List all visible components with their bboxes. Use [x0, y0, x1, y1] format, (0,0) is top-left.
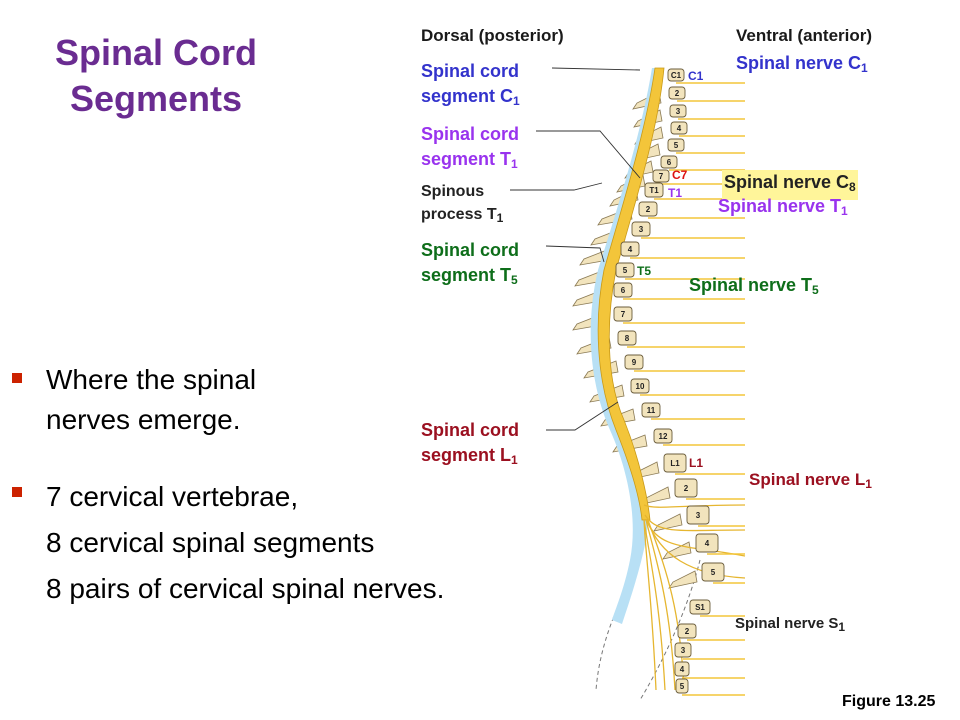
vertebra-number: 7	[621, 310, 626, 319]
vertebral-body	[667, 68, 685, 82]
bullet-square-icon	[12, 373, 22, 383]
vertebra-number: 12	[659, 432, 668, 441]
label-spinal-nerve-t5: Spinal nerve T5	[689, 275, 819, 297]
label-spinous-process-t1: Spinous process T1	[421, 183, 504, 225]
vertebral-body	[674, 642, 692, 658]
vertebra-number: C1	[671, 71, 682, 80]
vertebral-body	[667, 138, 685, 152]
vertebral-body	[686, 505, 710, 525]
vertebra-number: 6	[667, 158, 672, 167]
vertebral-body	[674, 478, 698, 498]
vertebra-number: 5	[674, 141, 679, 150]
tag-c7: C7	[672, 168, 688, 182]
label-cord-segment-t1: Spinal cord segment T1	[421, 124, 520, 171]
vertebral-body	[668, 86, 686, 100]
tag-l1: L1	[689, 456, 704, 470]
vertebra-number: 4	[705, 539, 710, 548]
vertebral-body	[663, 453, 687, 473]
vertebra-number: L1	[670, 459, 680, 468]
vertebra-number: 5	[680, 682, 685, 691]
vertebral-body	[653, 428, 673, 444]
vertebral-body	[677, 623, 697, 639]
vertebra-number: 3	[681, 646, 686, 655]
vertebra-number: 2	[646, 205, 651, 214]
vertebral-body	[638, 201, 658, 217]
vertebral-body	[617, 330, 637, 346]
vertebra-number: 3	[639, 225, 644, 234]
title-line-1: Spinal Cord	[54, 32, 257, 73]
label-spinal-nerve-s1: Spinal nerve S1	[735, 615, 846, 634]
vertebra-number: 9	[632, 358, 637, 367]
vertebra-number: 3	[676, 107, 681, 116]
label-spinal-nerve-t1: Spinal nerve T1	[718, 196, 848, 218]
title-line-2: Segments	[69, 78, 243, 119]
bullet-item: 7 cervical vertebrae, 8 cervical spinal …	[12, 474, 532, 612]
vertebral-body	[631, 221, 651, 237]
bullet-text: 8 pairs of cervical spinal nerves.	[46, 573, 445, 604]
header-dorsal: Dorsal (posterior)	[421, 26, 564, 45]
vertebral-body	[613, 282, 633, 298]
bullet-square-icon	[12, 487, 22, 497]
vertebra-number: S1	[695, 603, 705, 612]
vertebra-number: 6	[621, 286, 626, 295]
bullet-item: Where the spinal nerves emerge.	[12, 360, 532, 440]
leader-lines	[510, 67, 641, 431]
bullet-text: Where the spinal	[46, 364, 257, 395]
bullet-text: 8 cervical spinal segments	[46, 527, 375, 558]
vertebral-body	[689, 599, 711, 615]
vertebra-number: 3	[696, 511, 701, 520]
vertebral-body	[660, 155, 678, 169]
bullet-text: 7 cervical vertebrae,	[46, 481, 299, 512]
vertebral-body	[644, 182, 664, 198]
vertebral-body	[615, 262, 635, 278]
bullet-list: Where the spinal nerves emerge. 7 cervic…	[12, 360, 532, 646]
vertebra-number: 10	[636, 382, 645, 391]
vertebral-body	[630, 378, 650, 394]
vertebral-body	[652, 169, 670, 183]
tag-c1: C1	[688, 69, 704, 83]
vertebra-number: 5	[623, 266, 628, 275]
cauda-equina	[643, 504, 746, 691]
tag-t5: T5	[637, 264, 652, 278]
vertebral-body	[620, 241, 640, 257]
label-cord-segment-l1: Spinal cord segment L1	[421, 420, 520, 467]
slide-title: Spinal Cord Segments	[0, 30, 312, 122]
figure-reference: Figure 13.25	[842, 693, 936, 710]
label-cord-segment-t5: Spinal cord segment T5	[421, 240, 520, 287]
label-spinal-nerve-c8: Spinal nerve C8	[722, 170, 858, 200]
label-spinal-nerve-l1: Spinal nerve L1	[749, 470, 872, 491]
vertebra-number: T1	[649, 186, 659, 195]
vertebra-number: 2	[684, 484, 689, 493]
vertebra-number: 11	[647, 406, 656, 415]
vertebral-body	[624, 354, 644, 370]
vertebral-body	[695, 533, 719, 553]
vertebral-body	[701, 562, 725, 582]
header-ventral: Ventral (anterior)	[736, 26, 873, 45]
vertebra-number: 2	[675, 89, 680, 98]
vertebra-number: 4	[677, 124, 682, 133]
vertebra-number: 8	[625, 334, 630, 343]
vertebral-body	[674, 661, 690, 677]
spinal-nerves	[623, 82, 745, 696]
vertebral-body	[613, 306, 633, 322]
tag-t1: T1	[668, 186, 683, 200]
vertebral-body	[675, 678, 689, 694]
spinous-process	[668, 570, 698, 589]
label-spinal-nerve-c1: Spinal nerve C1	[736, 53, 868, 75]
vertebra-number: 4	[628, 245, 633, 254]
vertebral-body	[669, 104, 687, 118]
vertebral-body	[641, 402, 661, 418]
vertebra-number: 4	[680, 665, 685, 674]
csf-sheath	[590, 68, 664, 624]
vertebra-number: 5	[711, 568, 716, 577]
vertebral-body	[670, 121, 688, 135]
bullet-text: nerves emerge.	[46, 404, 241, 435]
label-cord-segment-c1: Spinal cord segment C1	[421, 61, 520, 108]
vertebra-number: 7	[659, 172, 664, 181]
vertebra-number: 2	[685, 627, 690, 636]
